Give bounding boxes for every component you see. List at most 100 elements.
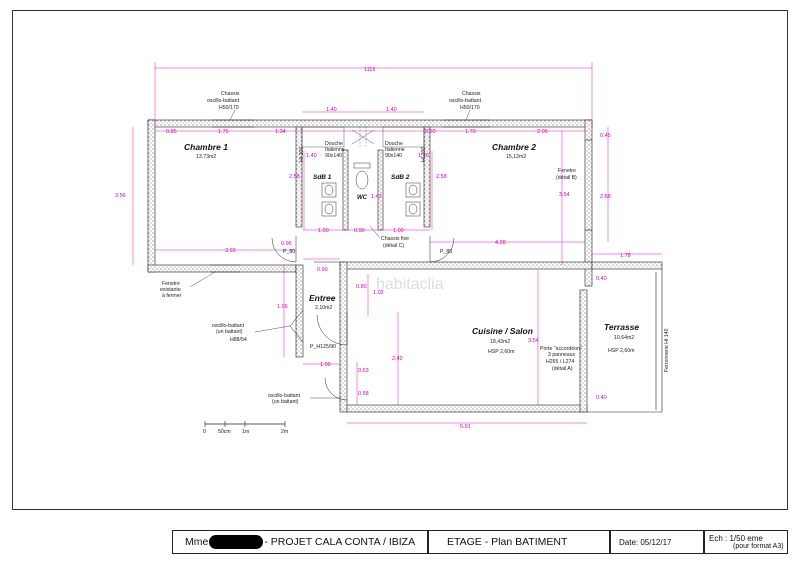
title-block-project: Mme - PROJET CALA CONTA / IBIZA (172, 530, 428, 554)
oscillo2-l1: oscillo-battant (268, 393, 301, 399)
dim-354b: 3.54 (528, 338, 539, 344)
dim-140c: 1.40 (306, 153, 317, 159)
porte-l2: 3 panneaux (548, 352, 576, 358)
fen-exist-l1: Fenetre (162, 281, 180, 287)
dim-175: 1.75 (218, 129, 229, 135)
dim-258a: 2.58 (289, 174, 300, 180)
scale-1: 1m (242, 429, 249, 435)
ferronnerie: Ferronnerie Ht 140 (664, 328, 670, 372)
douche1-l1: Douche (325, 141, 343, 147)
annotations: Chassis oscillo-battant H50/170 Chassis … (160, 91, 670, 405)
hi200-b: HI 200 (421, 147, 427, 162)
dim-206: 2.06 (537, 129, 548, 135)
room-sdb2-name: SdB 2 (391, 174, 410, 181)
dim-100a: 1.00 (318, 228, 329, 234)
wall-bottom (346, 404, 588, 413)
oscillo2-l2: (un battant) (272, 399, 299, 405)
dim-109: 1.09 (320, 362, 331, 368)
title-block-scale: Ech : 1/50 eme (pour format A3) (704, 530, 788, 554)
fixtures (321, 162, 421, 217)
chassis2-l3: H50/170 (460, 105, 480, 111)
dim-100b: 1.00 (393, 228, 404, 234)
dimension-lines (132, 62, 662, 424)
dim-134: 1.34 (275, 129, 286, 135)
floor-plan-label: ETAGE - Plan BATIMENT (447, 536, 568, 548)
title-block-floor: ETAGE - Plan BATIMENT (428, 530, 610, 554)
dim-102: 1.02 (373, 290, 384, 296)
format-label: (pour format A3) (733, 543, 784, 550)
p80-a: P_80 (283, 249, 295, 255)
room-chambre1-name: Chambre 1 (184, 142, 228, 152)
fenetre-l2: (détail B) (556, 175, 577, 181)
room-chambre1-area: 13,73m2 (196, 154, 216, 160)
scale-2: 2m (281, 429, 288, 435)
wall-terrace-top (591, 261, 663, 270)
dim-106: 1.06 (277, 304, 288, 310)
hi200-a: HI 200 (299, 147, 305, 162)
dim-040a: 0.40 (596, 276, 607, 282)
dim-143: 1.43 (371, 194, 382, 200)
dim-040b: 0.40 (596, 395, 607, 401)
dim-090b: 0.90 (317, 267, 328, 273)
scale-label: Ech : 1/50 eme (709, 534, 763, 543)
dimension-labels: 1116 1.40 1.40 0.85 1.75 1.34 0.50 1.70 … (115, 67, 631, 430)
porte-l4: (détail A) (552, 366, 573, 372)
room-terrasse-name: Terrasse (604, 322, 639, 332)
wall-sdb1-right (342, 149, 349, 231)
wall-top (147, 119, 593, 128)
douche1-l3: 90x140 (325, 153, 342, 159)
wall-entree-inner (339, 261, 348, 413)
room-entree-name: Entree (309, 293, 336, 303)
redaction-mark (209, 535, 264, 549)
chassis-fixe-l1: Chassis fixe (381, 236, 409, 242)
douche2-l1: Douche (385, 141, 403, 147)
wall-sdb2-left (377, 149, 384, 231)
walls (147, 119, 663, 413)
dim-085: 0.85 (166, 129, 177, 135)
watermark: habitaclia (376, 276, 444, 293)
wall-left (147, 119, 156, 273)
room-cuisine-area: 18,43m2 (490, 339, 510, 345)
fen-exist-l3: à fermer (162, 293, 182, 299)
chassis-fixe-l2: (détail C) (383, 243, 404, 249)
room-entree-area: 2,10m2 (315, 305, 332, 311)
date-label: Date: 05/12/17 (619, 537, 672, 547)
dim-050: 0.50 (425, 129, 436, 135)
room-cuisine-name: Cuisine / Salon (472, 326, 533, 336)
douche2-l2: Italienne (385, 147, 405, 153)
chassis2-l2: oscillo-battant (449, 98, 482, 104)
project-prefix: Mme (185, 536, 209, 548)
dim-140d: 1.40 (418, 153, 429, 159)
chassis1-l1: Chassis (221, 91, 240, 97)
dim-045: 0.45 (600, 133, 611, 139)
room-cuisine-hsp: HSP 2,60m (488, 349, 514, 355)
dim-1116: 1116 (364, 67, 375, 73)
project-name: - PROJET CALA CONTA / IBIZA (264, 536, 416, 548)
dim-063: 0.63 (358, 368, 369, 374)
scale-50: 50cm (218, 429, 231, 435)
title-block-date: Date: 05/12/17 (610, 530, 704, 554)
wall-bottom-left (147, 264, 297, 273)
room-chambre2-area: 15,12m2 (506, 154, 526, 160)
dim-356: 3.56 (115, 193, 126, 199)
leader-lines (189, 109, 471, 399)
oscillo-l2: (un battant) (216, 329, 243, 335)
dim-354: 3.54 (559, 192, 570, 198)
scale-bar: 0 50cm 1m 2m (203, 421, 288, 435)
wall-entree-left (295, 264, 304, 358)
dim-591: 5.91 (460, 424, 471, 430)
dim-080: 0.80 (356, 284, 367, 290)
dim-170: 1.70 (465, 129, 476, 135)
scale-0: 0 (203, 429, 206, 435)
dim-058: 0.58 (358, 391, 369, 397)
dim-393: 3.93 (225, 248, 236, 254)
douche-1 (301, 126, 345, 148)
oscillo-l3: H88/54 (230, 337, 247, 343)
wc-tank (353, 162, 371, 169)
room-sdb1-name: SdB 1 (313, 174, 332, 181)
room-chambre2-name: Chambre 2 (492, 142, 536, 152)
p125: P_H125/90 (310, 344, 336, 350)
room-labels: Chambre 1 13,73m2 Chambre 2 15,12m2 SdB … (184, 142, 639, 355)
